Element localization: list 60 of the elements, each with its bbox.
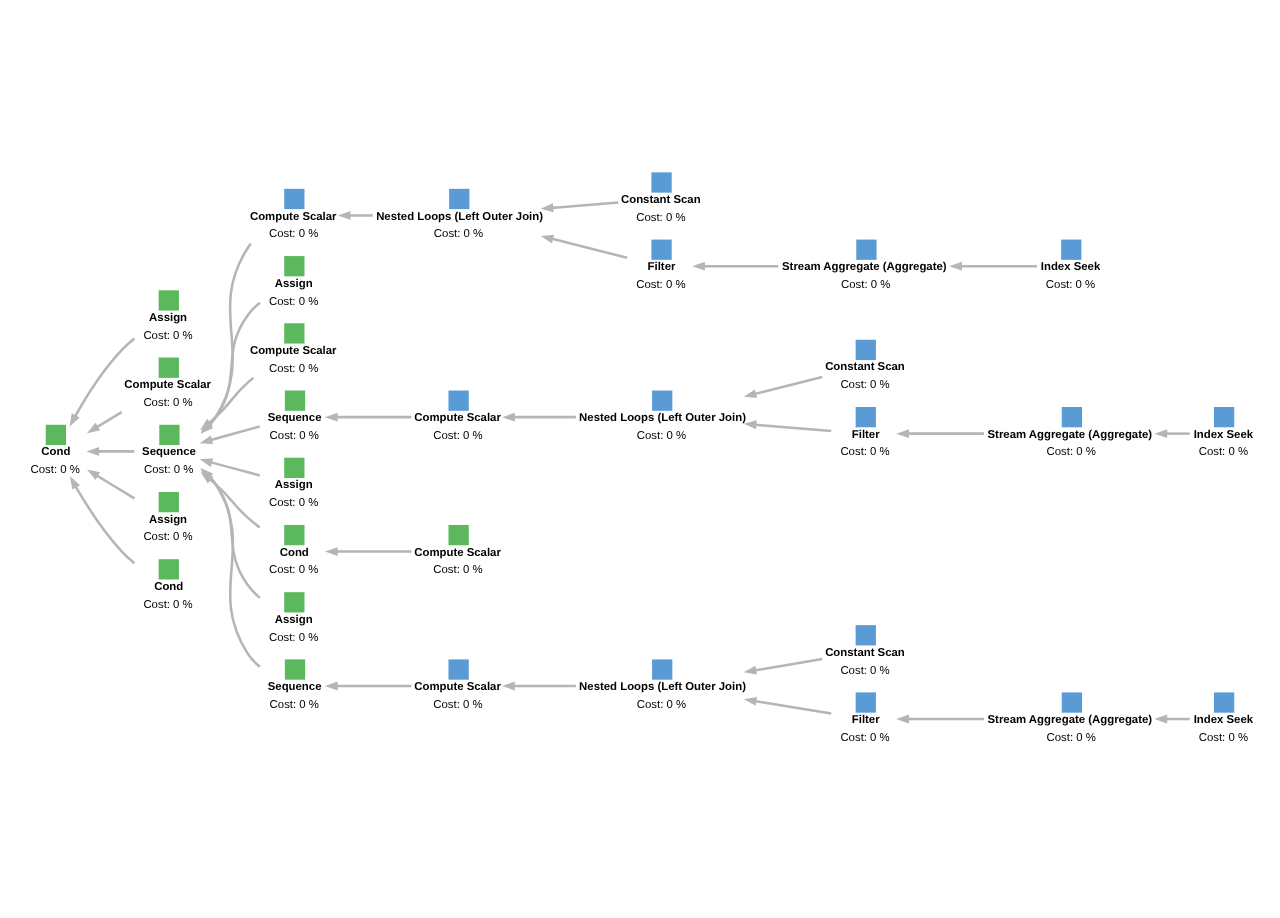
arrow — [324, 412, 412, 422]
arrow — [540, 201, 619, 213]
arrow — [1154, 714, 1190, 724]
arrow — [324, 547, 412, 557]
arrow — [502, 412, 576, 422]
arrow — [86, 411, 123, 434]
arrow — [200, 301, 261, 434]
node-box — [652, 659, 673, 680]
node-box — [284, 659, 306, 680]
node-box — [284, 592, 305, 613]
node-box — [45, 424, 67, 446]
arrow — [896, 429, 984, 439]
node-box — [651, 172, 672, 193]
node-box — [448, 524, 469, 546]
node-box — [855, 339, 876, 361]
node-box — [158, 492, 179, 513]
node-box — [855, 407, 876, 428]
node-box — [652, 390, 673, 411]
node-box — [284, 188, 305, 210]
arrow — [337, 211, 373, 220]
node-box — [158, 290, 179, 311]
node-box — [158, 559, 179, 580]
arrow — [86, 446, 135, 456]
node-box — [1213, 407, 1235, 428]
arrow — [692, 261, 779, 271]
node-box — [284, 457, 305, 479]
arrow — [743, 375, 823, 398]
node-box — [855, 625, 876, 646]
node-box — [159, 424, 180, 446]
arrow — [200, 242, 252, 434]
arrow — [540, 234, 628, 260]
node-box — [448, 390, 469, 411]
node-box — [855, 692, 876, 713]
node-box — [651, 239, 672, 260]
arrow — [199, 425, 261, 445]
arrow — [1154, 429, 1190, 439]
node-box — [856, 239, 877, 260]
arrow — [69, 337, 136, 427]
node-box — [1061, 692, 1083, 713]
arrow — [949, 261, 1037, 271]
arrow — [86, 469, 136, 500]
arrow — [743, 696, 832, 715]
node-box — [158, 357, 179, 378]
arrow — [200, 376, 255, 431]
node-box — [284, 256, 305, 277]
node-box — [284, 390, 306, 411]
node-box — [284, 323, 305, 344]
node-box — [1061, 407, 1083, 428]
arrow — [743, 420, 832, 433]
arrow — [743, 657, 823, 675]
arrow — [69, 476, 136, 565]
node-box — [1061, 239, 1082, 260]
arrow — [502, 681, 576, 691]
node-box — [448, 659, 469, 680]
arrow — [199, 458, 261, 477]
arrow — [896, 714, 984, 724]
node-box — [449, 188, 470, 210]
arrow — [324, 681, 412, 691]
node-box — [1213, 692, 1235, 713]
node-box — [284, 524, 305, 546]
